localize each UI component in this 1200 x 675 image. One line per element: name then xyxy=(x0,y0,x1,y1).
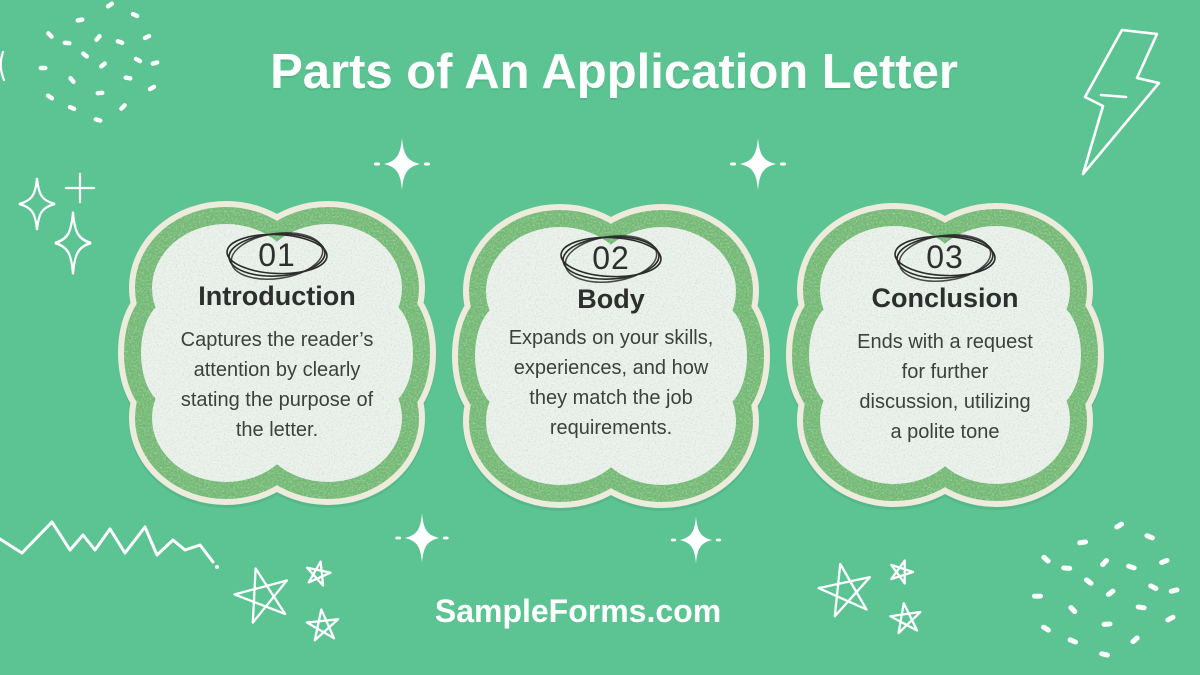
step-number: 01 xyxy=(258,237,296,273)
sketch-oval-icon xyxy=(226,232,328,280)
footer-brand: SampleForms.com xyxy=(434,593,722,629)
step-card-introduction: 01 Introduction Captures the reader’s at… xyxy=(141,220,413,486)
step-card-conclusion: 03 Conclusion Ends with a request for fu… xyxy=(809,222,1081,488)
step-number: 02 xyxy=(592,240,630,276)
card-blob-background xyxy=(101,180,453,526)
card-blob-background xyxy=(769,182,1121,528)
step-number: 03 xyxy=(926,239,964,275)
sketch-oval-icon xyxy=(894,234,996,282)
zigzag-line xyxy=(0,520,219,569)
step-card-body: 02 Body Expands on your skills, experien… xyxy=(475,223,747,489)
step-number-badge: 03 xyxy=(890,230,1000,284)
page-title: Parts of An Application Letter xyxy=(270,45,958,99)
card-blob-background xyxy=(435,183,787,529)
sketch-oval-icon xyxy=(560,235,662,283)
plus-icon xyxy=(64,172,96,204)
card-description: Ends with a request for further discussi… xyxy=(857,331,1033,443)
dots-cluster-bottom-right xyxy=(1031,520,1181,659)
step-number-badge: 02 xyxy=(556,231,666,285)
card-title: Introduction xyxy=(198,281,356,311)
card-description: Captures the reader’s attention by clear… xyxy=(180,329,374,441)
card-title: Conclusion xyxy=(871,283,1019,313)
card-description: Expands on your skills, experiences, and… xyxy=(508,327,714,439)
card-title: Body xyxy=(577,284,645,314)
step-number-badge: 01 xyxy=(222,228,332,282)
